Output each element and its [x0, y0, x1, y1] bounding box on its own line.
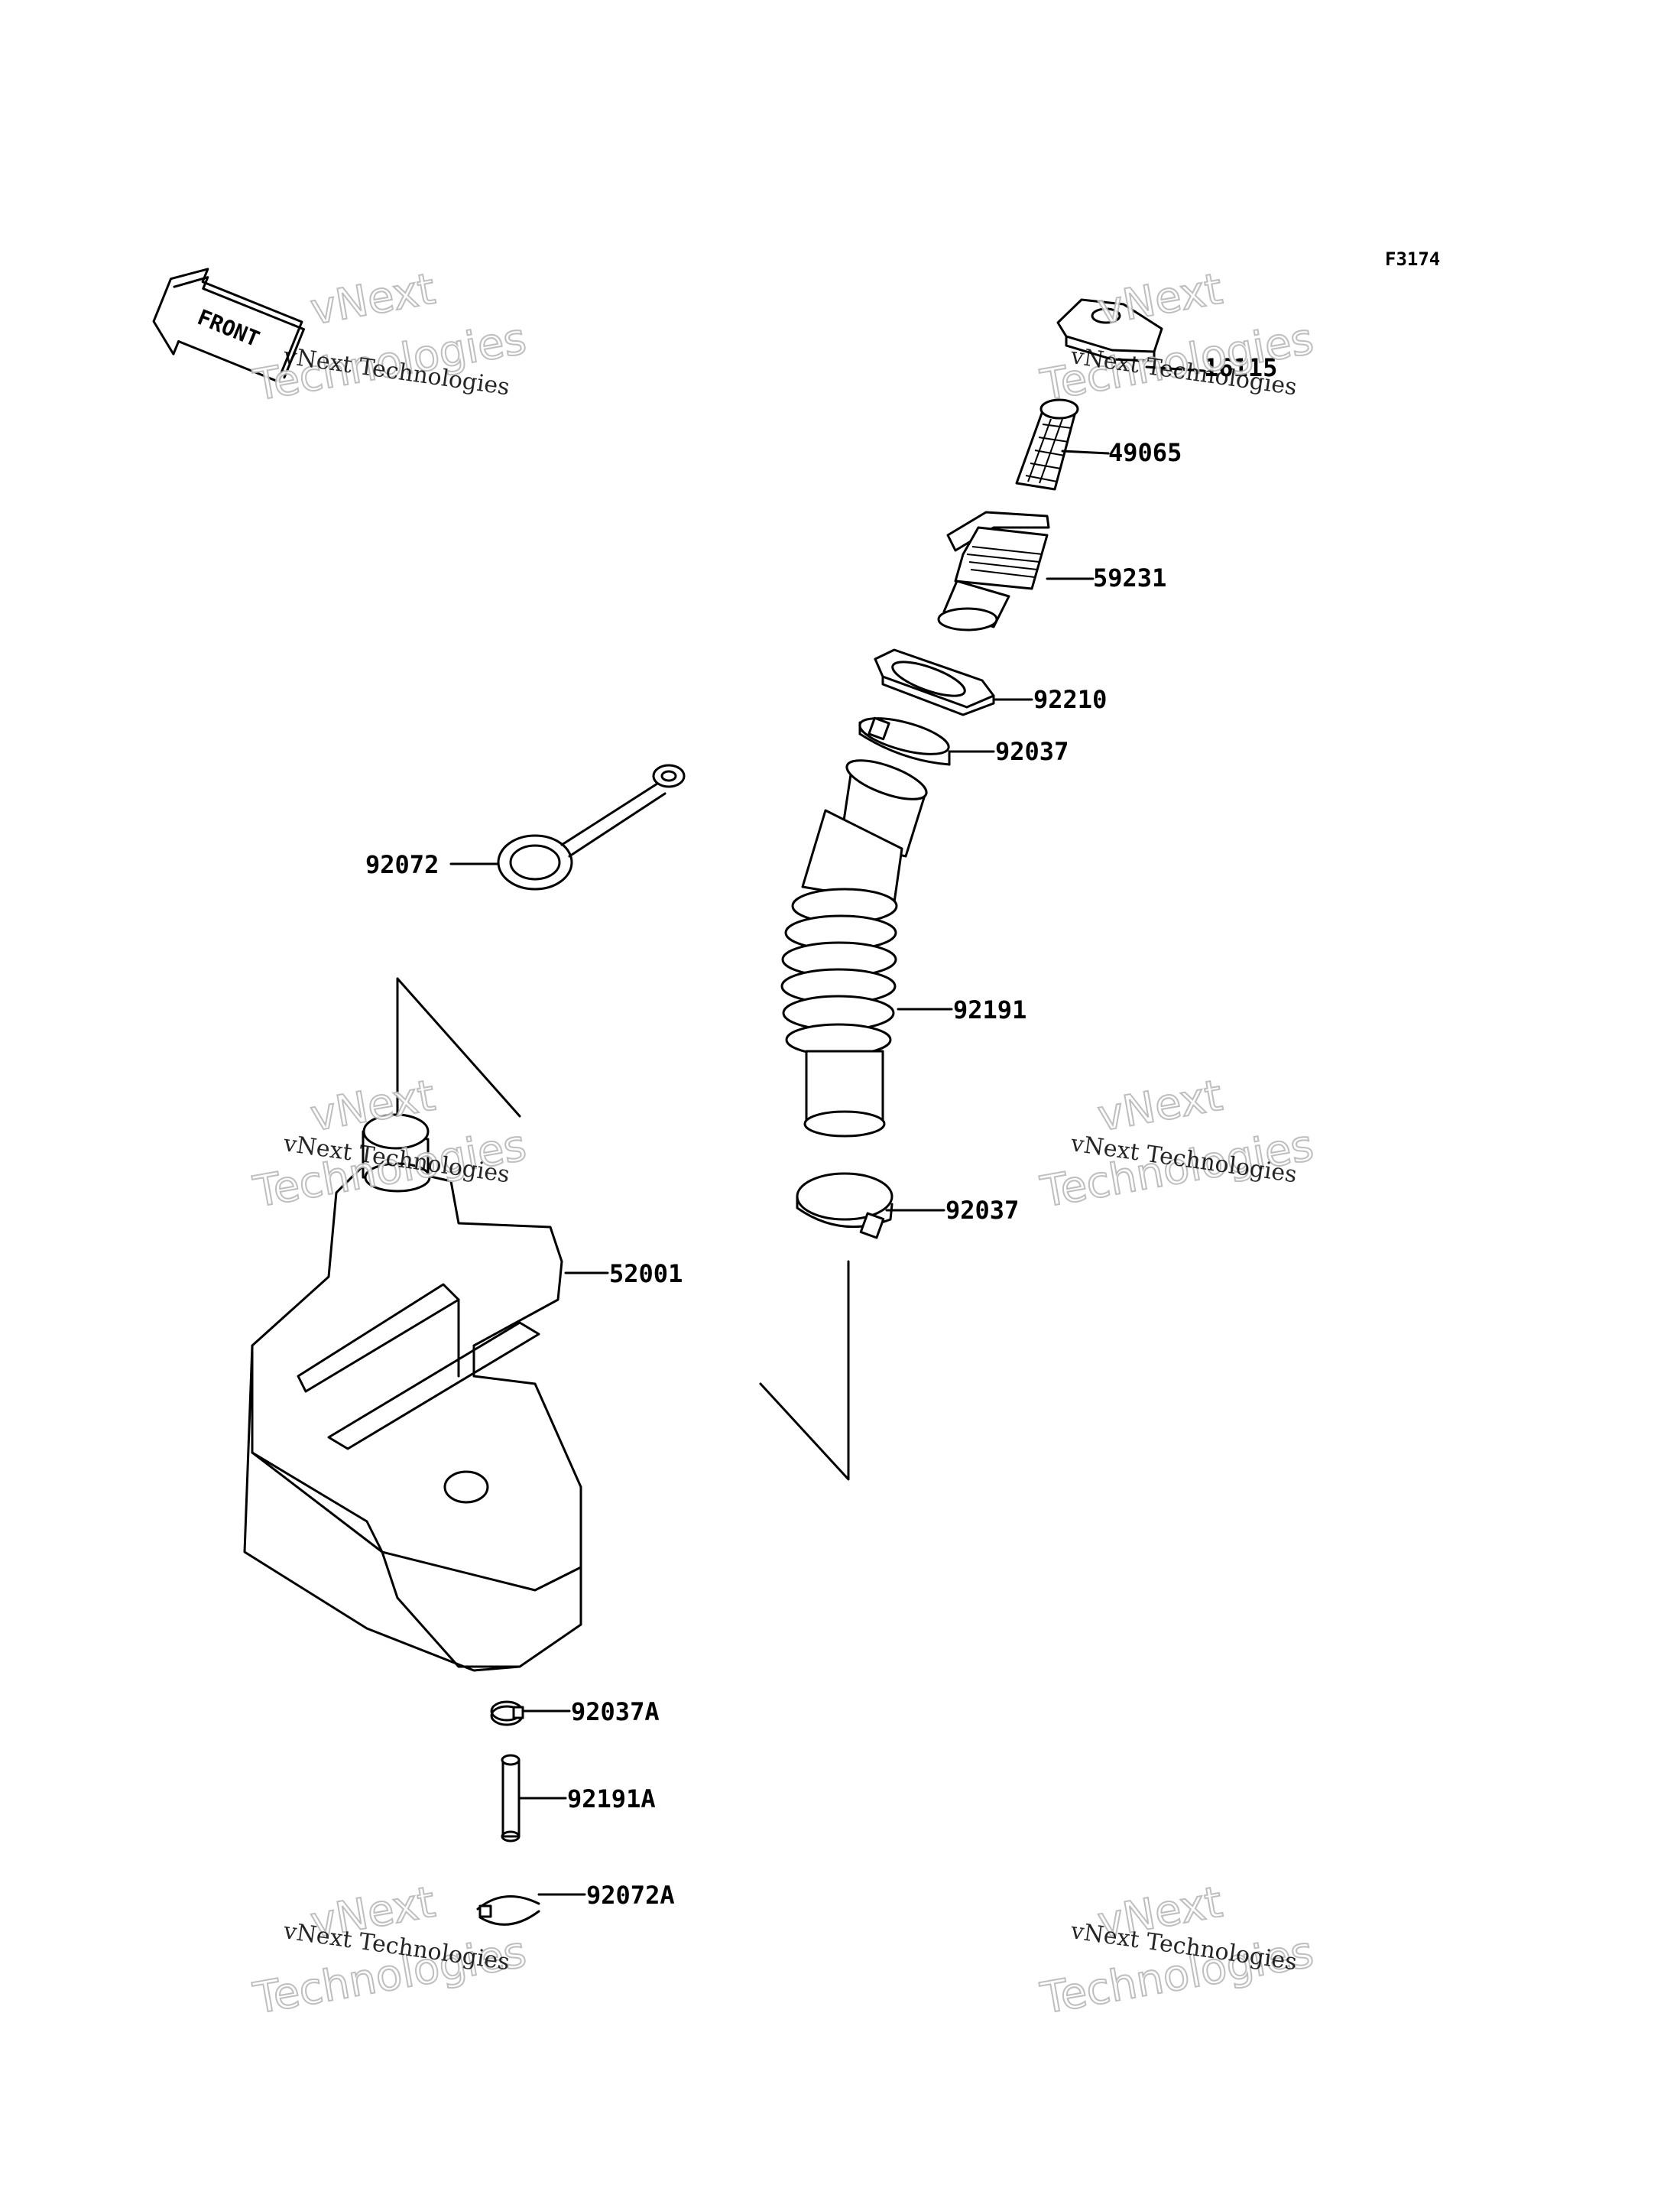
filler-cap-16115: [1056, 298, 1163, 362]
hose-clamp-92037-lower: [796, 1172, 894, 1239]
part-number-92072: 92072: [365, 850, 439, 879]
leader-lines: [449, 365, 1205, 1896]
band-92072A: [476, 1895, 540, 1926]
small-hose-92191A: [501, 1754, 521, 1842]
small-clamp-92037A: [490, 1700, 524, 1726]
watermark-mid-right: vNext Technologies: [1036, 1070, 1318, 1219]
part-number-92037-lower: 92037: [945, 1196, 1019, 1225]
part-number-49065: 49065: [1108, 438, 1182, 467]
nut-ring-92210: [874, 648, 995, 716]
svg-text:vNext: vNext: [307, 1071, 439, 1141]
svg-text:vNext: vNext: [1095, 265, 1226, 335]
hose-clamp-92037-upper: [858, 716, 951, 766]
watermarks: vNext Technologies vNext Technologies vN…: [249, 264, 1318, 2025]
figure-code: F3174: [1385, 248, 1440, 270]
svg-text:vNext: vNext: [1095, 1071, 1226, 1141]
front-arrow-icon: FRONT: [152, 268, 305, 383]
part-number-52001: 52001: [609, 1259, 683, 1288]
part-labels: 16115 49065 59231 92210 92037 92072 9219…: [365, 353, 1277, 1910]
part-number-92191A: 92191A: [567, 1784, 656, 1813]
part-number-92210: 92210: [1033, 685, 1107, 714]
routing-lines: [396, 977, 850, 1481]
part-number-92037A: 92037A: [571, 1697, 660, 1726]
strap-92072: [497, 764, 686, 891]
part-number-16115: 16115: [1204, 353, 1277, 382]
part-number-92037-upper: 92037: [995, 737, 1069, 766]
strainer-49065: [1015, 398, 1079, 491]
filler-neck-59231: [937, 511, 1050, 631]
svg-text:vNext: vNext: [307, 265, 439, 335]
part-number-92191: 92191: [953, 995, 1026, 1024]
filler-hose-92191: [780, 759, 928, 1138]
oil-tank-52001: [243, 1113, 582, 1672]
part-number-59231: 59231: [1093, 563, 1166, 593]
part-number-92072A: 92072A: [586, 1881, 675, 1910]
